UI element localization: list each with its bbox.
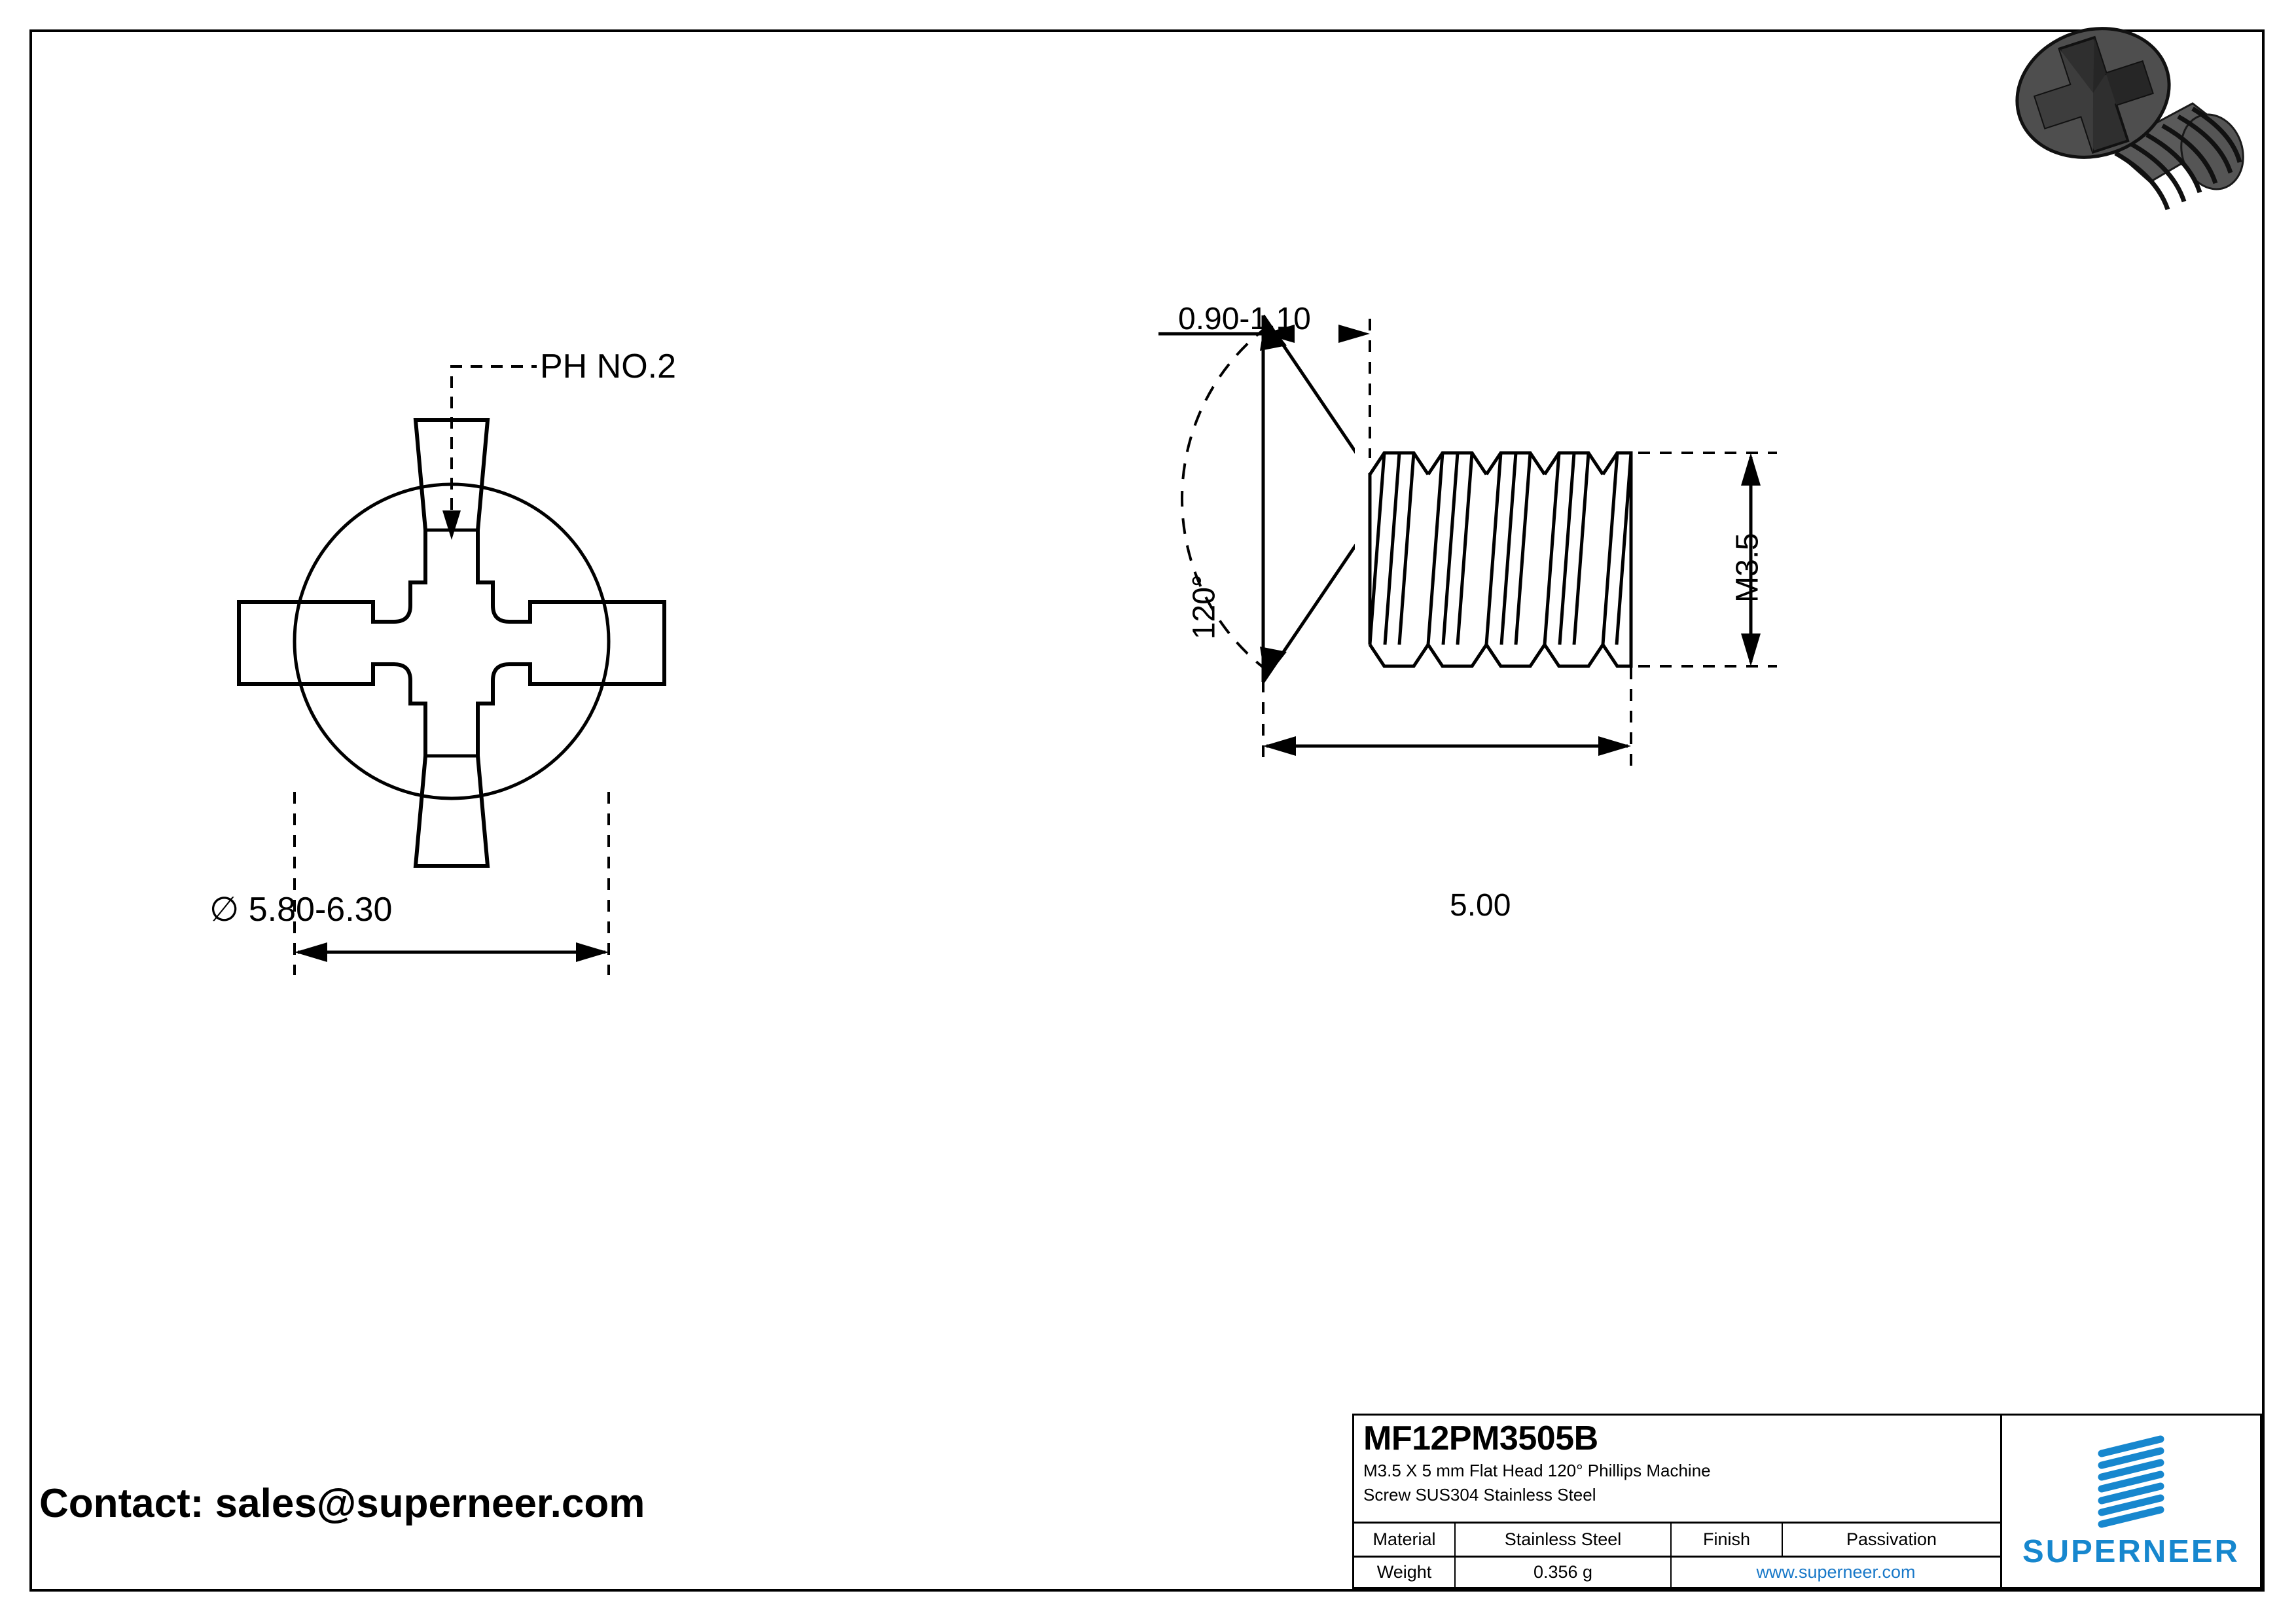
material-label: Material (1354, 1524, 1456, 1556)
top-view-drawing (131, 314, 884, 1113)
head-diameter-label: ∅ 5.80-6.30 (209, 891, 393, 929)
brand-panel: SUPERNEER (2002, 1416, 2260, 1587)
brand-wordmark: SUPERNEER (2022, 1534, 2240, 1569)
title-block-info: MF12PM3505B M3.5 X 5 mm Flat Head 120° P… (1354, 1416, 2002, 1587)
weight-value: 0.356 g (1456, 1558, 1672, 1587)
finish-label: Finish (1672, 1524, 1783, 1556)
head-angle-label: 120° (1187, 574, 1222, 640)
website-link[interactable]: www.superneer.com (1756, 1562, 1916, 1582)
side-view-drawing (1158, 314, 1813, 1099)
part-description-line2: Screw SUS304 Stainless Steel (1363, 1485, 1596, 1505)
drawing-sheet-frame (29, 29, 2265, 1592)
superneer-stripes-logo-icon (2092, 1434, 2170, 1532)
screw-length-label: 5.00 (1450, 888, 1511, 923)
weight-label: Weight (1354, 1558, 1456, 1587)
part-description-line1: M3.5 X 5 mm Flat Head 120° Phillips Mach… (1363, 1461, 1711, 1480)
head-height-label: 0.90-1.10 (1178, 302, 1311, 336)
spec-row-weight: Weight 0.356 g www.superneer.com (1354, 1558, 2000, 1587)
thread-size-label: M3.5 (1730, 533, 1765, 603)
spec-row-material: Material Stainless Steel Finish Passivat… (1354, 1524, 2000, 1558)
drive-callout-label: PH NO.2 (540, 348, 677, 385)
contact-text: Contact: sales@superneer.com (39, 1481, 645, 1526)
part-number: MF12PM3505B (1363, 1419, 1598, 1457)
screw-render-3d (1996, 13, 2271, 236)
material-value: Stainless Steel (1456, 1524, 1672, 1556)
finish-value: Passivation (1846, 1529, 1937, 1549)
title-block-header: MF12PM3505B M3.5 X 5 mm Flat Head 120° P… (1354, 1416, 2000, 1524)
title-block: MF12PM3505B M3.5 X 5 mm Flat Head 120° P… (1352, 1414, 2262, 1589)
